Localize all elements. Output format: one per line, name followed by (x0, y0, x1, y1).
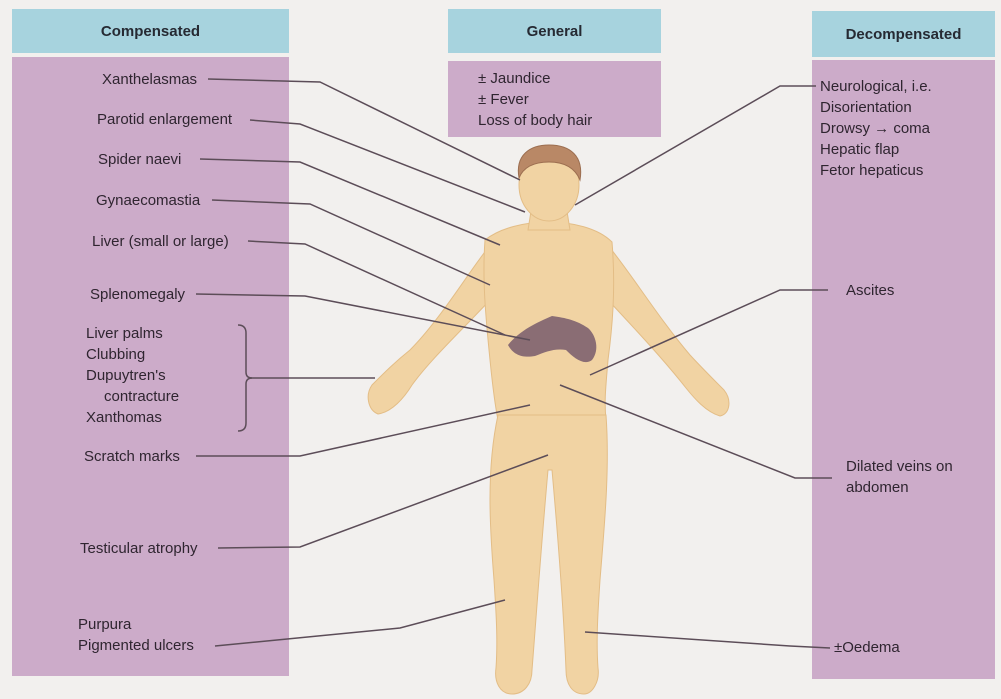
label-liver-palms: Liver palms (86, 323, 179, 344)
general-jaundice: ± Jaundice (478, 68, 592, 89)
label-hepatic-flap: Hepatic flap (820, 139, 932, 160)
label-purpura: Purpura (78, 614, 194, 635)
general-signs-list: ± Jaundice ± Fever Loss of body hair (478, 68, 592, 131)
body-silhouette (368, 149, 729, 694)
label-disorientation: Disorientation (820, 97, 932, 118)
label-parotid: Parotid enlargement (97, 110, 232, 129)
label-testicular-atrophy: Testicular atrophy (80, 539, 198, 558)
label-scratch-marks: Scratch marks (84, 447, 180, 466)
general-fever: ± Fever (478, 89, 592, 110)
line-gynaeco (212, 200, 490, 285)
label-liver: Liver (small or large) (92, 232, 229, 251)
line-legs (215, 600, 505, 646)
label-contracture: contracture (86, 386, 179, 407)
label-drowsy-coma: Drowsy → coma (820, 118, 932, 139)
label-fetor-hepaticus: Fetor hepaticus (820, 160, 932, 181)
neurological-signs-list: Neurological, i.e. Disorientation Drowsy… (820, 76, 932, 181)
label-xanthomas: Xanthomas (86, 407, 179, 428)
leg-signs-list: Purpura Pigmented ulcers (78, 614, 194, 656)
label-splenomegaly: Splenomegaly (90, 285, 185, 304)
label-pigmented-ulcers: Pigmented ulcers (78, 635, 194, 656)
line-oedema (585, 632, 830, 648)
line-xanthelasmas (208, 79, 520, 180)
dilated-veins-label: Dilated veins on abdomen (846, 456, 953, 498)
label-clubbing: Clubbing (86, 344, 179, 365)
general-hair-loss: Loss of body hair (478, 110, 592, 131)
label-abdomen: abdomen (846, 477, 953, 498)
hand-signs-bracket (238, 325, 252, 431)
label-ascites: Ascites (846, 281, 894, 300)
hand-signs-list: Liver palms Clubbing Dupuytren's contrac… (86, 323, 179, 428)
label-neurological: Neurological, i.e. (820, 76, 932, 97)
label-dupuytrens: Dupuytren's (86, 365, 179, 386)
label-gynaecomastia: Gynaecomastia (96, 191, 200, 210)
label-oedema: ±Oedema (834, 638, 900, 657)
label-dilated-veins: Dilated veins on (846, 456, 953, 477)
label-spider-naevi: Spider naevi (98, 150, 181, 169)
label-xanthelasmas: Xanthelasmas (102, 70, 197, 89)
line-neuro (575, 86, 816, 205)
